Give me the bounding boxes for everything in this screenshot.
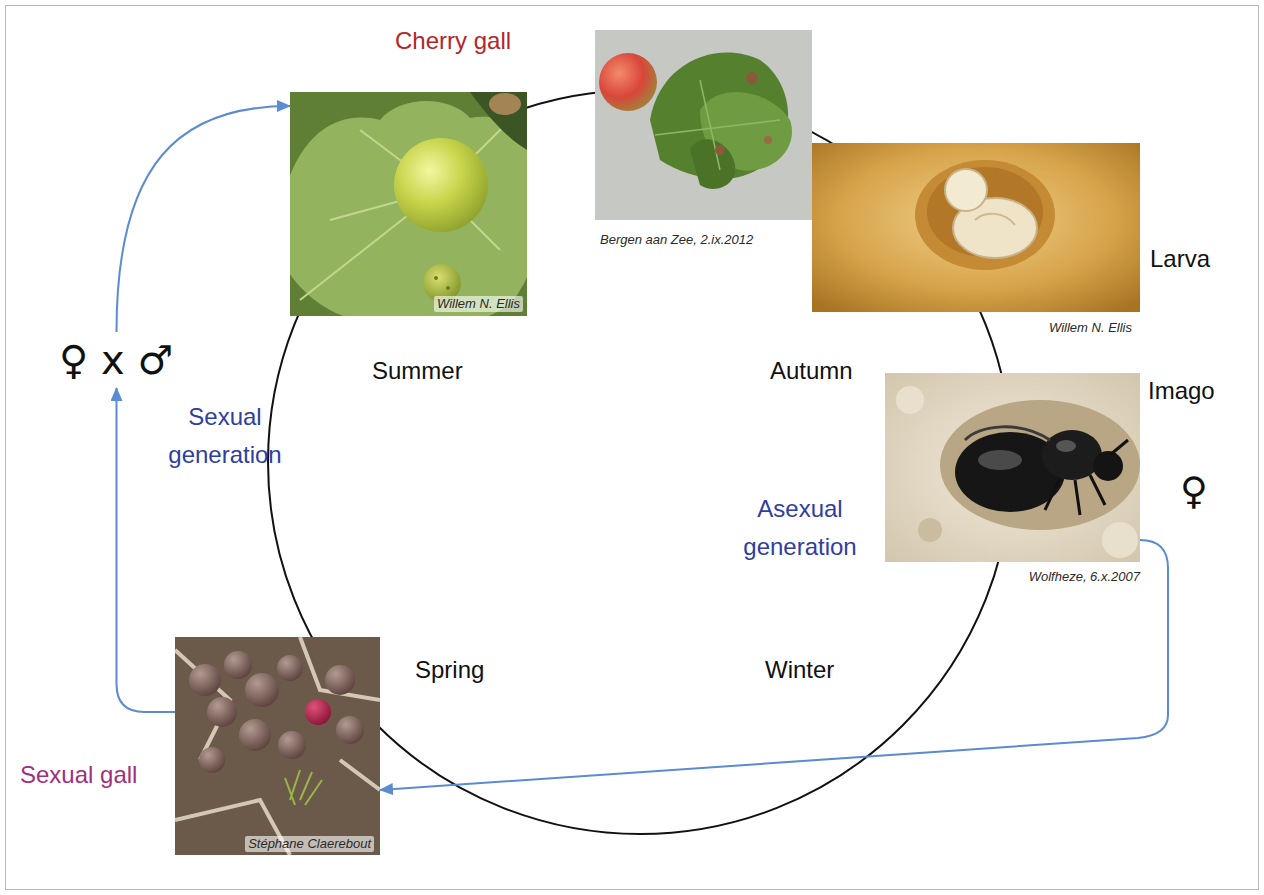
stage-label: Larva xyxy=(1150,244,1210,274)
photo-frame: Bergen aan Zee, 2.ix.2012 xyxy=(595,30,812,220)
generation-label: Asexual generation xyxy=(720,490,880,566)
sexual-gall-photo xyxy=(175,637,380,855)
page-frame xyxy=(6,6,1259,890)
cherry-gall-photo xyxy=(595,30,812,220)
photo-credit: Bergen aan Zee, 2.ix.2012 xyxy=(600,232,753,248)
season-label: Autumn xyxy=(770,356,853,386)
season-label: Spring xyxy=(415,655,484,685)
photo-credit: Willem N. Ellis xyxy=(1049,320,1132,336)
season-label: Winter xyxy=(765,655,834,685)
photo-frame: Stéphane Claerebout xyxy=(175,637,380,855)
larva-photo xyxy=(812,143,1140,312)
cycle-arrow xyxy=(117,106,291,332)
photo-credit: Stéphane Claerebout xyxy=(245,836,374,852)
cycle-arrow xyxy=(117,388,176,712)
photo-frame: Willem N. Ellis xyxy=(812,143,1140,312)
imago-photo xyxy=(885,373,1140,562)
photo-frame: Wolfheze, 6.x.2007 xyxy=(885,373,1140,562)
oak-leaf-gall-photo xyxy=(290,92,527,316)
cross-symbol: ♀ x ♂ xyxy=(55,332,178,388)
stage-label: Imago xyxy=(1148,376,1215,406)
season-label: Summer xyxy=(372,356,463,386)
photo-credit: Wolfheze, 6.x.2007 xyxy=(1029,569,1140,585)
photo-frame: Willem N. Ellis xyxy=(290,92,527,316)
cycle-arrow xyxy=(380,540,1168,790)
symbol-text: ♀ x ♂ xyxy=(59,336,173,384)
sex-symbol: ♀ xyxy=(1180,468,1208,514)
photo-credit: Willem N. Ellis xyxy=(434,296,523,312)
gall-name: Cherry gall xyxy=(395,26,511,56)
generation-label: Sexual generation xyxy=(150,398,300,474)
gall-name: Sexual gall xyxy=(20,760,137,790)
